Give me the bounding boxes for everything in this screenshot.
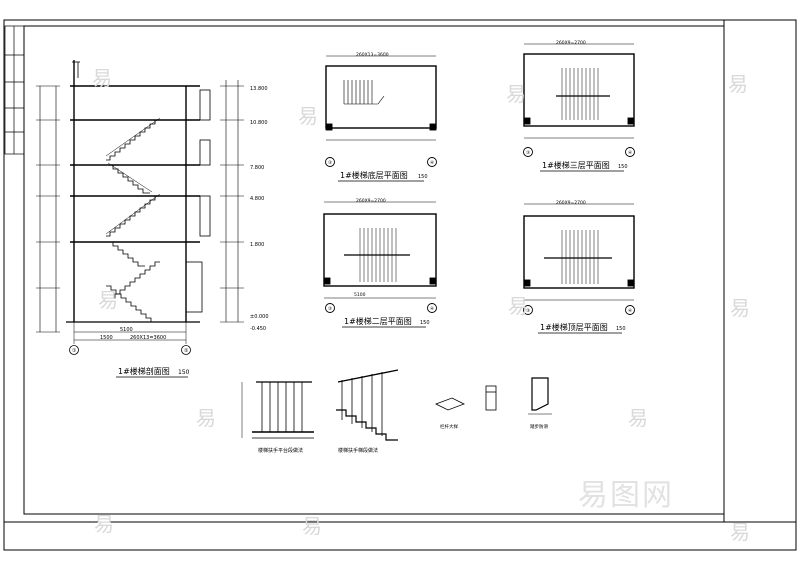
section-texts: 13.800 10.800 7.800 4.800 1.800 ±0.000 -… <box>72 86 269 378</box>
svg-text:13.800: 13.800 <box>250 86 268 92</box>
svg-text:③: ③ <box>328 306 332 312</box>
post-detail-label: 栏杆大样 <box>440 423 458 430</box>
top-floor-plan <box>523 203 635 315</box>
svg-text:260X13=3600: 260X13=3600 <box>130 335 166 341</box>
svg-text:1500: 1500 <box>100 335 113 341</box>
svg-text:4.800: 4.800 <box>250 196 264 202</box>
second-floor-plan <box>323 201 437 313</box>
svg-text:±0.000: ±0.000 <box>250 314 269 320</box>
railing-detail-texts: 楼梯扶手平台段做法 楼梯扶手梯段做法 <box>258 447 378 454</box>
svg-text:④: ④ <box>628 150 632 156</box>
svg-text:260X9=2700: 260X9=2700 <box>556 40 586 46</box>
watermark-char: 易 <box>98 288 118 312</box>
watermark-char: 易 <box>506 82 526 106</box>
section-title: 1#楼梯剖面图 <box>118 366 170 376</box>
svg-text:③: ③ <box>526 308 530 314</box>
svg-text:1.800: 1.800 <box>250 242 264 248</box>
top-plan-texts: 260X9=2700 ③ ④ 1#楼梯顶层平面图 150 <box>526 200 632 334</box>
svg-text:③: ③ <box>328 160 332 166</box>
svg-text:150: 150 <box>618 164 628 170</box>
watermark-char: 易 <box>508 294 528 318</box>
railing-details <box>241 369 399 441</box>
svg-text:④: ④ <box>628 308 632 314</box>
watermark-char: 易 <box>92 66 112 90</box>
watermark-char: 易 <box>730 520 750 544</box>
svg-text:10.800: 10.800 <box>250 120 268 126</box>
section-title-scale: 150 <box>178 369 190 376</box>
watermark-char: 易 <box>94 512 114 536</box>
watermark-char: 易 <box>298 104 318 128</box>
watermark-char: 易 <box>730 296 750 320</box>
svg-text:150: 150 <box>420 320 430 326</box>
svg-text:③: ③ <box>526 150 530 156</box>
third-floor-plan <box>523 43 635 157</box>
ground-plan-texts: 260X13=3600 ③ ④ 1#楼梯底层平面图 150 <box>328 52 434 182</box>
axis-2-label: ② <box>184 348 189 354</box>
small-details <box>435 377 552 415</box>
second-plan-texts: 260X9=2700 5100 ③ ④ 1#楼梯二层平面图 150 <box>328 198 434 328</box>
svg-text:5100: 5100 <box>354 292 366 298</box>
svg-text:150: 150 <box>616 326 626 332</box>
svg-text:④: ④ <box>430 160 434 166</box>
axis-1-label: ① <box>72 348 77 354</box>
watermark-char: 易 <box>196 406 216 430</box>
nosing-detail-label: 踏步防滑 <box>530 423 548 430</box>
title-block-strip <box>4 25 25 155</box>
ground-plan-title: 1#楼梯底层平面图 <box>340 170 408 180</box>
third-plan-texts: 260X9=2700 ③ ④ 1#楼梯三层平面图 150 <box>526 40 632 172</box>
small-detail-texts: 栏杆大样 踏步防滑 <box>440 423 548 430</box>
top-plan-title: 1#楼梯顶层平面图 <box>540 322 608 332</box>
svg-text:150: 150 <box>418 174 428 180</box>
landing-detail-label: 楼梯扶手平台段做法 <box>258 447 303 454</box>
stair-section-drawing <box>36 60 244 355</box>
svg-text:260X13=3600: 260X13=3600 <box>356 52 389 58</box>
svg-text:④: ④ <box>430 306 434 312</box>
second-plan-title: 1#楼梯二层平面图 <box>344 316 412 326</box>
sheet-frame <box>3 19 797 551</box>
svg-text:5100: 5100 <box>120 327 133 333</box>
svg-text:260X9=2700: 260X9=2700 <box>356 198 386 204</box>
ground-floor-plan <box>325 55 437 167</box>
svg-text:260X9=2700: 260X9=2700 <box>556 200 586 206</box>
watermark-char: 易 <box>302 514 322 538</box>
svg-text:7.800: 7.800 <box>250 165 264 171</box>
watermark-char: 易 <box>728 72 748 96</box>
watermark-char: 易 <box>628 406 648 430</box>
svg-text:-0.450: -0.450 <box>250 326 266 332</box>
watermark-logo: 易图网 <box>578 478 674 513</box>
flight-detail-label: 楼梯扶手梯段做法 <box>338 447 378 454</box>
third-plan-title: 1#楼梯三层平面图 <box>542 160 610 170</box>
